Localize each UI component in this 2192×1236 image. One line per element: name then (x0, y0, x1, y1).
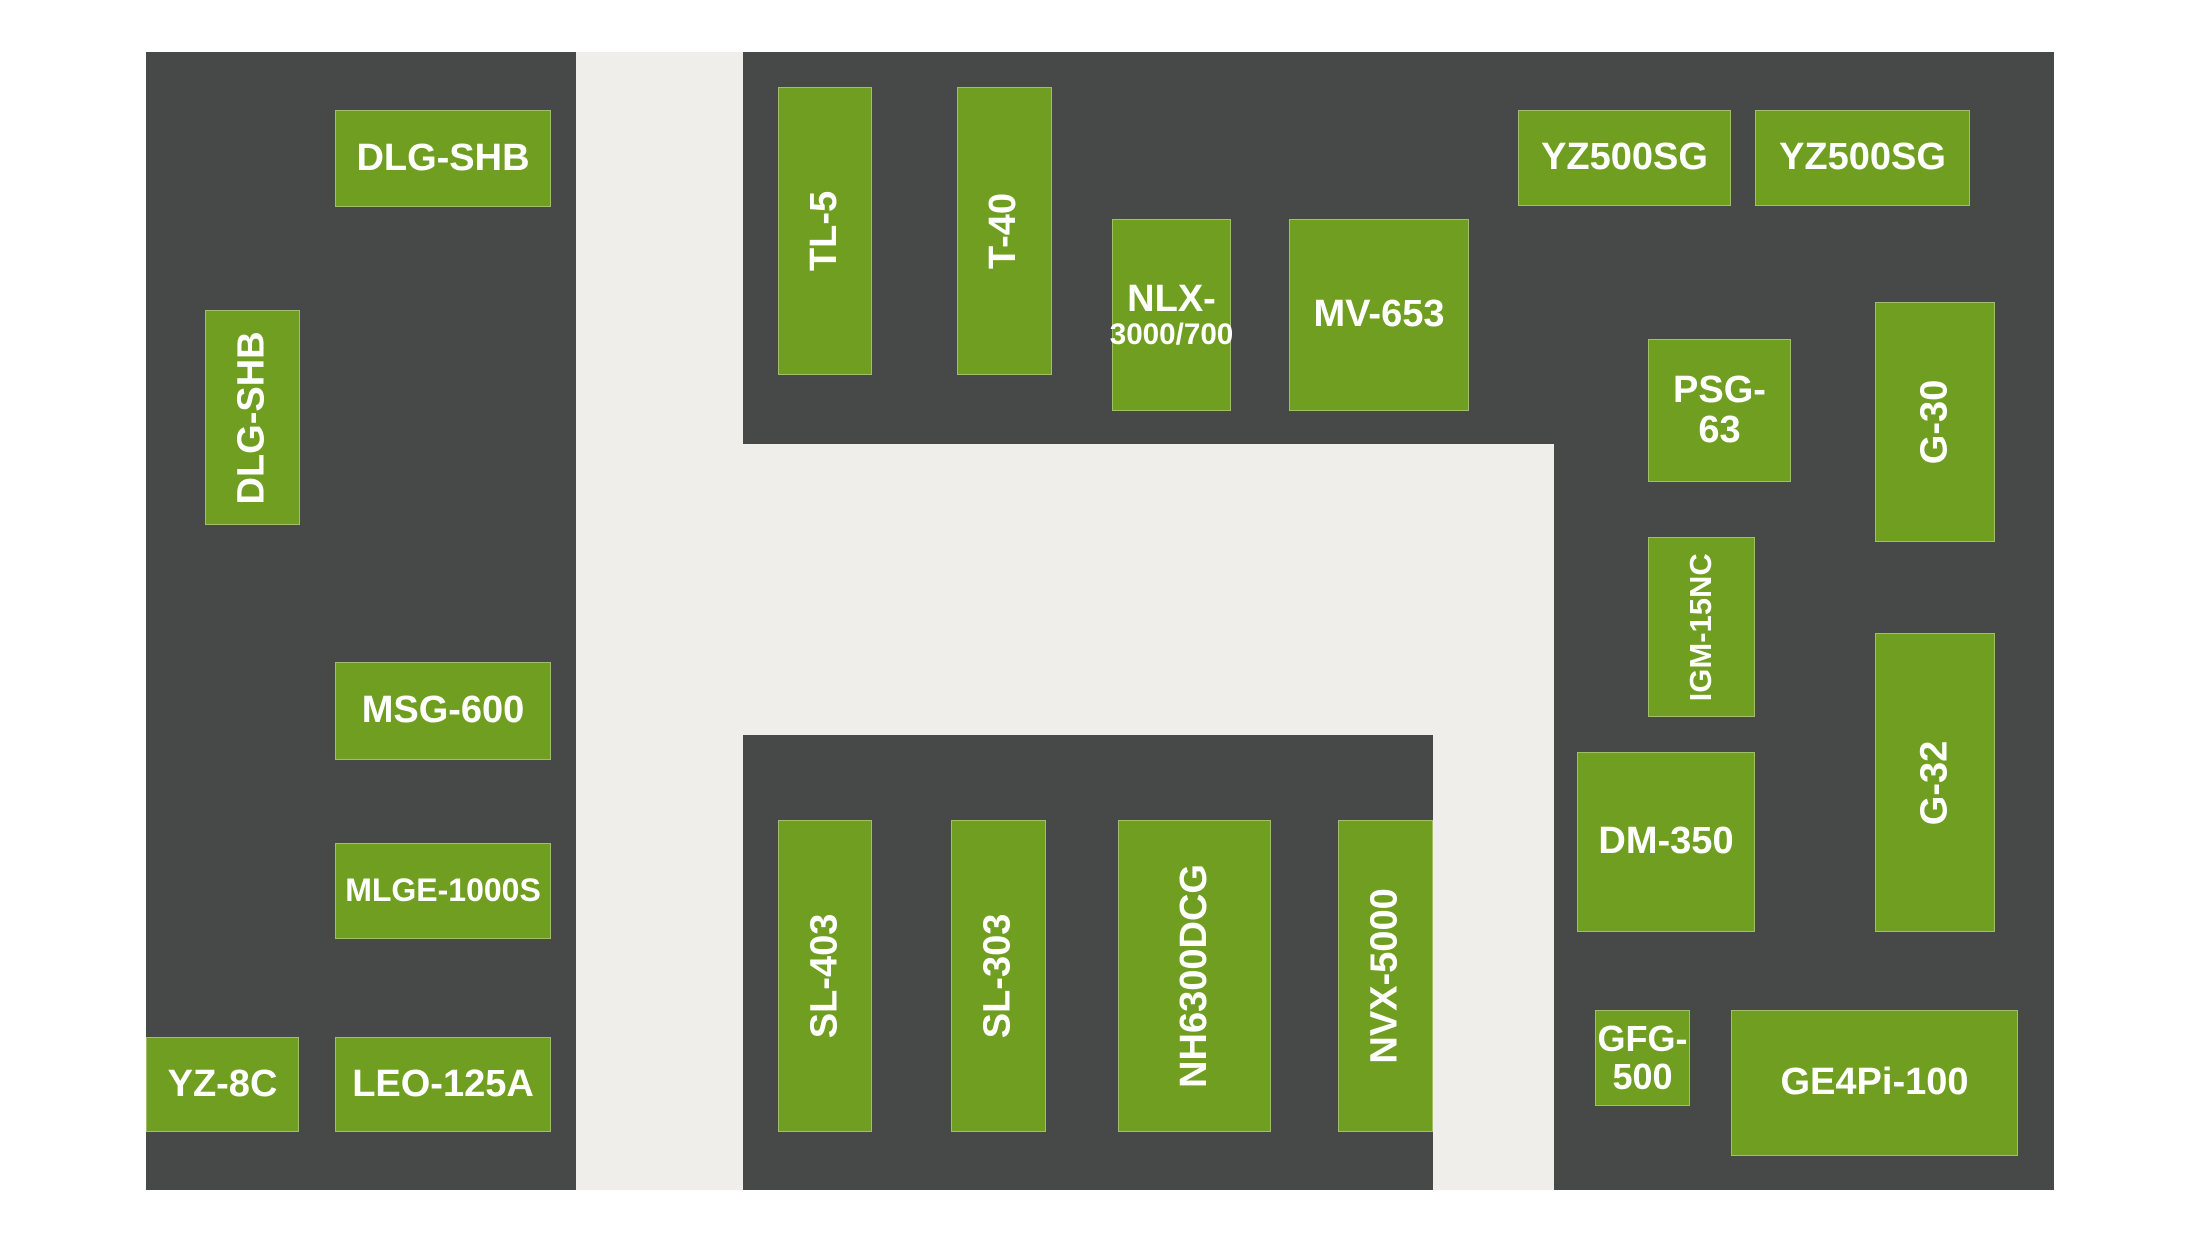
machine-psg-63[interactable]: PSG- 63 (1648, 339, 1791, 482)
machine-label: 500 (1612, 1056, 1673, 1097)
machine-nvx-5000[interactable]: NVX-5000 (1338, 820, 1433, 1132)
machine-label: DLG-SHB (356, 136, 530, 179)
machine-label: MV-653 (1313, 293, 1445, 336)
machine-label: MSG-600 (361, 689, 525, 732)
machine-label: LEO-125A (352, 1062, 534, 1105)
machine-mlge-1000s[interactable]: MLGE-1000S (335, 843, 551, 939)
machine-dm-350[interactable]: DM-350 (1577, 752, 1755, 932)
machine-label: G-30 (1913, 379, 1956, 465)
machine-gfg-500[interactable]: GFG- 500 (1595, 1010, 1690, 1106)
machine-label: YZ-8C (167, 1062, 278, 1105)
machine-label: DM-350 (1598, 820, 1734, 863)
machine-ge4pi-100[interactable]: GE4Pi-100 (1731, 1010, 2018, 1156)
machine-label: G-32 (1913, 740, 1956, 825)
machine-label: TL-5 (803, 190, 846, 272)
machine-label: NH6300DCG (1172, 864, 1215, 1088)
aisle-west (576, 52, 743, 1190)
machine-label: DLG-SHB (230, 330, 273, 505)
machine-t-40[interactable]: T-40 (957, 87, 1052, 375)
machine-nh6300dcg[interactable]: NH6300DCG (1118, 820, 1271, 1132)
machine-label: GE4Pi-100 (1780, 1061, 1969, 1104)
machine-label: YZ500SG (1779, 136, 1946, 179)
machine-label: 3000/700 (1109, 318, 1234, 352)
machine-label: 63 (1698, 408, 1741, 451)
machine-yz-8c[interactable]: YZ-8C (146, 1037, 299, 1132)
machine-label: IGM-15NC (1683, 552, 1719, 702)
machine-igm-15nc[interactable]: IGM-15NC (1648, 537, 1755, 717)
machine-nlx-3000-700[interactable]: NLX- 3000/700 (1109, 219, 1234, 411)
floor-zone-west (146, 52, 576, 1190)
machine-label: SL-403 (803, 913, 846, 1039)
machine-mv-653[interactable]: MV-653 (1289, 219, 1469, 411)
machine-label: PSG- (1673, 368, 1766, 411)
machine-label: NLX- (1127, 277, 1216, 320)
machine-dlg-shb-vertical[interactable]: DLG-SHB (205, 310, 300, 525)
aisle-southeast (1433, 735, 1554, 1190)
machine-label: NVX-5000 (1363, 888, 1406, 1064)
machine-tl-5[interactable]: TL-5 (778, 87, 872, 375)
machine-g-30[interactable]: G-30 (1875, 302, 1995, 542)
machine-label: T-40 (982, 192, 1025, 270)
machine-label: MLGE-1000S (345, 872, 541, 909)
machine-yz500sg-2[interactable]: YZ500SG (1755, 110, 1970, 206)
machine-label: SL-303 (976, 913, 1019, 1039)
machine-sl-403[interactable]: SL-403 (778, 820, 872, 1132)
floor-zone-east (1554, 52, 2054, 1190)
machine-sl-303[interactable]: SL-303 (951, 820, 1046, 1132)
aisle-center (743, 444, 1554, 735)
machine-leo-125a[interactable]: LEO-125A (335, 1037, 551, 1132)
machine-g-32[interactable]: G-32 (1875, 633, 1995, 932)
machine-dlg-shb-top[interactable]: DLG-SHB (335, 110, 551, 207)
machine-msg-600[interactable]: MSG-600 (335, 662, 551, 760)
machine-label: GFG- (1597, 1018, 1688, 1060)
machine-label: YZ500SG (1541, 136, 1708, 179)
machine-yz500sg-1[interactable]: YZ500SG (1518, 110, 1731, 206)
